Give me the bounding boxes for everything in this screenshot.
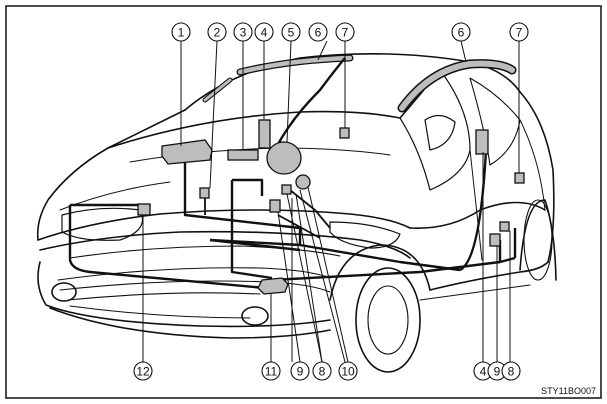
callout-8-bottom: 8 xyxy=(312,361,332,381)
sensor-8 xyxy=(281,184,292,195)
sensor-8-right xyxy=(499,221,510,232)
front-side-airbag-right xyxy=(475,129,489,155)
svg-text:6: 6 xyxy=(458,26,465,40)
figure-reference-code: STY11BO007 xyxy=(541,386,596,396)
front-sensor-12 xyxy=(137,203,151,216)
callout-2: 2 xyxy=(207,22,227,42)
svg-text:4: 4 xyxy=(261,26,268,40)
sensor-9 xyxy=(269,199,281,213)
figure-border xyxy=(5,5,602,399)
callout-6-left: 6 xyxy=(308,22,328,42)
sensor-7-left xyxy=(339,127,350,139)
curtain-airbag-bands xyxy=(202,54,517,113)
callout-9-bottom: 9 xyxy=(290,361,310,381)
callout-6-right: 6 xyxy=(451,22,471,42)
car-outline xyxy=(36,53,557,373)
callout-1: 1 xyxy=(171,22,191,42)
knee-airbag xyxy=(227,149,259,161)
callout-markers: 1 2 3 4 5 6 7 6 7 12 11 9 8 10 4 9 8 xyxy=(133,22,529,381)
callout-3: 3 xyxy=(233,22,253,42)
components xyxy=(137,119,525,295)
svg-text:7: 7 xyxy=(342,26,349,40)
svg-text:4: 4 xyxy=(480,365,487,379)
svg-text:9: 9 xyxy=(297,365,304,379)
airbag-ecu xyxy=(257,277,289,295)
callout-11: 11 xyxy=(261,361,281,381)
callout-8-right: 8 xyxy=(501,361,521,381)
callout-7-left: 7 xyxy=(335,22,355,42)
svg-text:7: 7 xyxy=(516,26,523,40)
callout-10: 10 xyxy=(338,361,358,381)
svg-text:9: 9 xyxy=(494,365,501,379)
svg-text:11: 11 xyxy=(265,365,278,379)
svg-text:5: 5 xyxy=(288,26,295,40)
svg-text:10: 10 xyxy=(341,365,355,379)
sensor-10 xyxy=(295,174,311,190)
svg-text:1: 1 xyxy=(178,26,185,40)
sensor-7-right xyxy=(514,172,525,184)
callout-4-top: 4 xyxy=(254,22,274,42)
svg-text:12: 12 xyxy=(136,365,150,379)
sensor-9-right xyxy=(489,233,501,247)
driver-airbag xyxy=(266,141,302,175)
front-passenger-airbag xyxy=(161,139,213,165)
front-side-airbag-left xyxy=(258,119,271,149)
sensor-2 xyxy=(199,187,210,199)
callout-5: 5 xyxy=(281,22,301,42)
svg-text:2: 2 xyxy=(214,26,221,40)
leader-lines xyxy=(142,40,520,363)
svg-text:8: 8 xyxy=(508,365,515,379)
wiring-harness xyxy=(68,57,517,290)
svg-text:3: 3 xyxy=(240,26,247,40)
callout-7-right: 7 xyxy=(509,22,529,42)
callout-12: 12 xyxy=(133,361,153,381)
svg-text:8: 8 xyxy=(319,365,326,379)
svg-text:6: 6 xyxy=(315,26,322,40)
